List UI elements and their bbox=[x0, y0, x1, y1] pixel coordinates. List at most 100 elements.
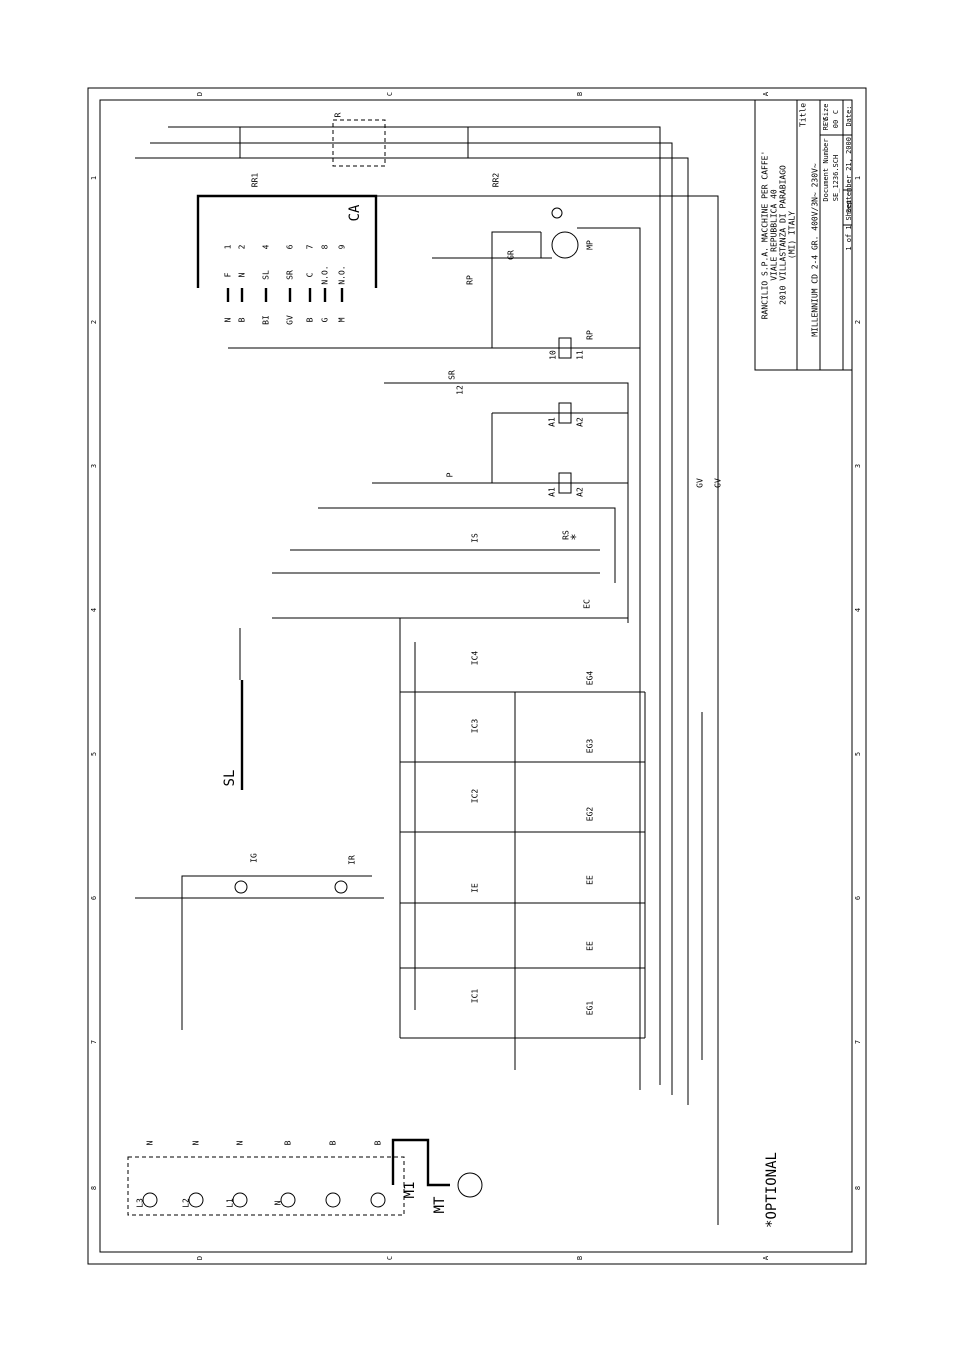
title-label: Title bbox=[799, 103, 808, 127]
ic-label: IC2 bbox=[471, 789, 480, 804]
border-number: 5 bbox=[854, 752, 862, 756]
border-number: 2 bbox=[854, 320, 862, 324]
terminal-block-m1 bbox=[127, 1138, 483, 1216]
ca-wire-color: B bbox=[238, 317, 247, 322]
sr-label: SR bbox=[448, 370, 457, 380]
border-letter: D bbox=[196, 1256, 204, 1260]
p-label: P bbox=[446, 472, 455, 477]
terminal-screw bbox=[370, 1192, 386, 1208]
company-line: (MI) ITALY bbox=[788, 211, 797, 259]
terminal-name: L3 bbox=[136, 1198, 145, 1208]
ca-pin-number: 7 bbox=[306, 244, 315, 249]
pin-label: 10 bbox=[549, 350, 558, 360]
ic-label: IC1 bbox=[471, 989, 480, 1004]
terminal-wire-color: B bbox=[329, 1140, 338, 1145]
inner-frame bbox=[99, 99, 853, 1253]
m1-label: M1 bbox=[402, 1182, 418, 1199]
title-block bbox=[754, 99, 853, 371]
ca-title: CA bbox=[347, 204, 363, 221]
ir-label: IR bbox=[348, 855, 357, 865]
terminal-screw bbox=[142, 1192, 158, 1208]
rr2-label: RR2 bbox=[492, 173, 501, 188]
title-value: MILLENNIUM CD 2-4 GR. 400V/3N~ 230V~ bbox=[811, 163, 820, 337]
ca-wire-color: G bbox=[321, 317, 330, 322]
outer-frame bbox=[87, 87, 867, 1265]
docnum-label: Document Number bbox=[822, 138, 830, 201]
company-line: VIALE REPUBBLICA 40 bbox=[770, 189, 779, 281]
terminal-screw bbox=[188, 1192, 204, 1208]
ca-pin-number: 2 bbox=[238, 244, 247, 249]
ca-pin-name: N.O. bbox=[338, 265, 347, 284]
border-letter: D bbox=[196, 92, 204, 96]
ca-pin-name: C bbox=[306, 272, 315, 277]
border-letter: C bbox=[386, 1256, 394, 1260]
ca-wire-color: BI bbox=[262, 315, 271, 325]
ca-pin-number: 4 bbox=[262, 244, 271, 249]
rs-label: RS bbox=[562, 530, 571, 540]
ca-wire-color: GV bbox=[286, 315, 295, 325]
gv-label: GV bbox=[714, 478, 723, 488]
ca-pin-number: 1 bbox=[224, 244, 233, 249]
rev-label: REV bbox=[822, 117, 830, 130]
eg-label: EG3 bbox=[586, 739, 595, 754]
sl-label: SL bbox=[222, 770, 238, 787]
ca-pin-name: SR bbox=[286, 270, 295, 280]
r-label: R bbox=[334, 112, 343, 117]
border-letter: C bbox=[386, 92, 394, 96]
a1-label: A1 bbox=[548, 487, 557, 497]
switch-rows bbox=[239, 549, 703, 1070]
border-number: 4 bbox=[854, 608, 862, 612]
ca-wire-color: N bbox=[224, 317, 233, 322]
ca-pin-number: 9 bbox=[338, 244, 347, 249]
border-letter: A bbox=[762, 91, 770, 96]
border-number: 6 bbox=[854, 896, 862, 900]
ca-wire-color: M bbox=[338, 317, 347, 322]
ca-wire-color: B bbox=[306, 317, 315, 322]
size-value: C bbox=[832, 110, 840, 114]
terminal-screw bbox=[325, 1192, 341, 1208]
terminal-wire-color: N bbox=[192, 1140, 201, 1145]
ic-label: IC3 bbox=[471, 719, 480, 734]
ie-label: IE bbox=[471, 883, 480, 893]
eg-label: EG1 bbox=[586, 1001, 595, 1016]
is-label: IS bbox=[471, 533, 480, 543]
rs-star: * bbox=[569, 533, 583, 540]
terminal-wire-color: N bbox=[146, 1140, 155, 1145]
gr-label: GR bbox=[507, 250, 516, 260]
pump-motor bbox=[432, 207, 641, 1090]
terminal-name: L1 bbox=[226, 1198, 235, 1208]
border-number: 4 bbox=[90, 608, 98, 612]
ca-pin-number: 8 bbox=[321, 244, 330, 249]
ee-label: EE bbox=[586, 875, 595, 885]
a2-label: A2 bbox=[576, 487, 585, 497]
border-number: 8 bbox=[854, 1186, 862, 1190]
border-number: 1 bbox=[854, 176, 862, 180]
relay-rows bbox=[228, 337, 640, 623]
rr1-label: RR1 bbox=[251, 173, 260, 188]
pin-label: 11 bbox=[576, 350, 585, 360]
border-number: 3 bbox=[854, 464, 862, 468]
date-value: September 21, 2000 bbox=[845, 137, 853, 213]
terminal-wire-color: N bbox=[236, 1140, 245, 1145]
supply-bus-lines bbox=[135, 119, 719, 1225]
ca-controller bbox=[196, 194, 378, 302]
terminal-wire-color: B bbox=[284, 1140, 293, 1145]
mt-label: MT bbox=[432, 1196, 448, 1213]
size-label: Size bbox=[822, 104, 830, 121]
border-number: 5 bbox=[90, 752, 98, 756]
border-number: 1 bbox=[90, 176, 98, 180]
pin-label: 12 bbox=[456, 385, 465, 395]
border-letter: A bbox=[762, 1255, 770, 1260]
terminal-name: N bbox=[274, 1200, 283, 1205]
eg-label: EG2 bbox=[586, 807, 595, 822]
lamp-row bbox=[135, 875, 384, 1030]
border-number: 8 bbox=[90, 1186, 98, 1190]
gv-label: GV bbox=[696, 478, 705, 488]
ca-pin-number: 6 bbox=[286, 244, 295, 249]
optional-note: *OPTIONAL bbox=[764, 1152, 780, 1228]
terminal-name: L2 bbox=[182, 1198, 191, 1208]
company-line: 2010 VILLASTANZA DI PARABIAGO bbox=[779, 165, 788, 305]
eg-label: EG4 bbox=[586, 671, 595, 686]
rp-label: RP bbox=[586, 330, 595, 340]
